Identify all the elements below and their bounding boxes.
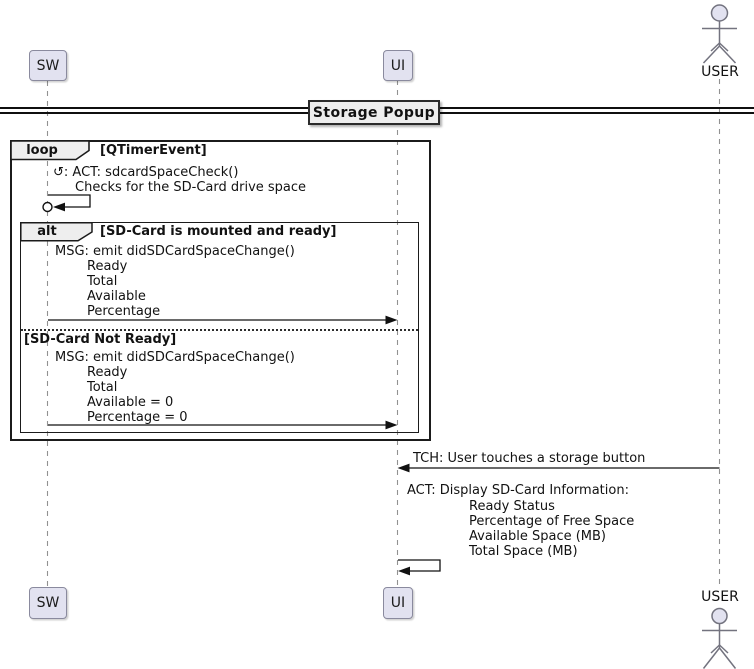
loop-self-message-line2: Checks for the SD-Card drive space <box>75 179 307 195</box>
message-not-ready-detail: Ready <box>87 365 128 380</box>
participant-sw-top: SW <box>29 50 67 81</box>
loop-self-message-line1: ↺: ACT: sdcardSpaceCheck() <box>53 164 239 180</box>
message-ready-title: MSG: emit didSDCardSpaceChange() <box>55 244 295 259</box>
loop-guard-label: [QTimerEvent] <box>100 142 207 158</box>
participant-sw-bottom: SW <box>29 587 67 619</box>
participant-user-bottom-label: USER <box>701 589 739 605</box>
message-not-ready-detail: Available = 0 <box>87 395 174 410</box>
message-ready-detail: Total <box>87 274 118 289</box>
loop-self-endpoint-circle <box>42 201 53 213</box>
display-message-title: ACT: Display SD-Card Information: <box>407 483 629 498</box>
participant-sw-label: SW <box>36 57 60 74</box>
message-not-ready-arrowhead <box>385 420 398 430</box>
message-ready-detail: Ready <box>87 259 128 274</box>
participant-ui-top: UI <box>383 50 413 81</box>
display-message-detail: Available Space (MB) <box>469 529 607 544</box>
message-not-ready-title: MSG: emit didSDCardSpaceChange() <box>55 350 295 365</box>
loop-operator-label: loop <box>26 142 58 158</box>
participant-ui-bottom: UI <box>383 587 413 619</box>
message-not-ready-detail: Percentage = 0 <box>87 410 188 425</box>
participant-ui-label: UI <box>390 57 406 74</box>
alt-else-divider <box>21 329 418 331</box>
message-ready-detail: Percentage <box>87 304 161 319</box>
loop-self-arrowhead <box>53 202 65 212</box>
user-actor-top-icon <box>702 4 737 64</box>
loop-self-message-arrow <box>48 194 91 208</box>
participant-sw-label: SW <box>36 595 60 611</box>
alt-operator-pentagon <box>20 222 93 242</box>
message-ready-arrowhead <box>385 315 398 325</box>
alt-guard-not-ready-label: [SD-Card Not Ready] <box>24 332 177 347</box>
display-message-detail: Total Space (MB) <box>469 544 578 559</box>
display-message-detail: Ready Status <box>469 499 555 514</box>
divider-title: Storage Popup <box>308 100 440 125</box>
touch-message-label: TCH: User touches a storage button <box>413 451 646 466</box>
touch-message-arrowhead <box>397 463 410 473</box>
alt-guard-ready-label: [SD-Card is mounted and ready] <box>100 224 337 239</box>
ui-self-message-arrow <box>398 559 441 572</box>
ui-self-arrowhead <box>398 566 410 576</box>
divider-title-label: Storage Popup <box>312 104 436 121</box>
alt-operator-label: alt <box>37 224 57 239</box>
display-message-detail: Percentage of Free Space <box>469 514 635 529</box>
alt-frame <box>20 222 419 433</box>
participant-ui-label: UI <box>390 595 406 611</box>
participant-user-top-label: USER <box>701 64 739 80</box>
loop-operator-pentagon <box>10 140 90 161</box>
loop-frame <box>10 140 431 441</box>
user-actor-bottom-icon <box>702 607 737 669</box>
message-ready-detail: Available <box>87 289 146 304</box>
message-not-ready-detail: Total <box>87 380 118 395</box>
